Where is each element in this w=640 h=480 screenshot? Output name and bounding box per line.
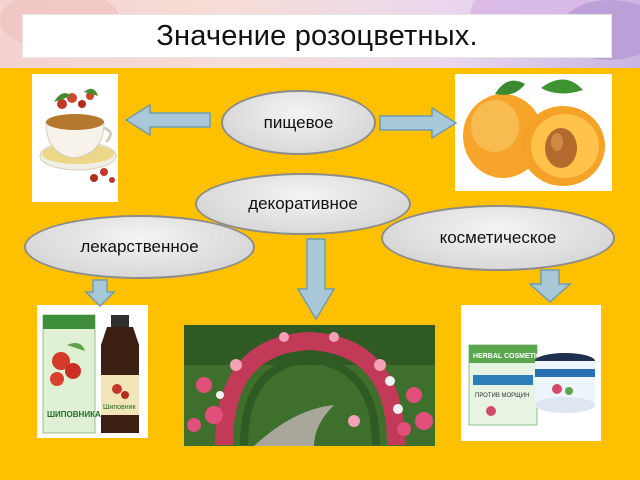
apricot-image xyxy=(455,74,612,191)
down-arrow-to-garden xyxy=(296,237,336,321)
page-title: Значение розоцветных. xyxy=(156,20,477,53)
down-arrow-to-cosmetics xyxy=(528,268,572,304)
medicinal-use-ellipse: лекарственное xyxy=(24,215,255,279)
left-arrow-to-tea xyxy=(124,104,212,136)
food-use-ellipse: пищевое xyxy=(221,90,376,155)
rose-garden-image xyxy=(184,325,435,446)
cosmetic-use-ellipse: косметическое xyxy=(381,205,615,271)
decorative-use-label: декоративное xyxy=(248,194,358,214)
cosmetic-cream-label: ПРОТИВ МОРЩИН xyxy=(475,393,529,399)
right-arrow-to-apricot xyxy=(378,107,458,139)
medicinal-use-label: лекарственное xyxy=(80,237,198,257)
cosmetic-use-label: косметическое xyxy=(440,228,557,248)
title-box: Значение розоцветных. xyxy=(22,14,612,58)
herbal-cosmetics-image: HERBAL COSMETICS ПРОТИВ МОРЩИН xyxy=(461,305,601,441)
rosehip-tea-image xyxy=(32,74,118,202)
syrup-box-label: ШИПОВНИКА xyxy=(47,410,101,419)
cosmetic-brand-label: HERBAL COSMETICS xyxy=(473,353,546,360)
down-arrow-to-syrup xyxy=(84,278,116,308)
syrup-bottle-label: Шиповник xyxy=(103,404,137,411)
rosehip-syrup-image: ШИПОВНИКА Шиповник xyxy=(37,305,148,438)
food-use-label: пищевое xyxy=(264,113,334,133)
